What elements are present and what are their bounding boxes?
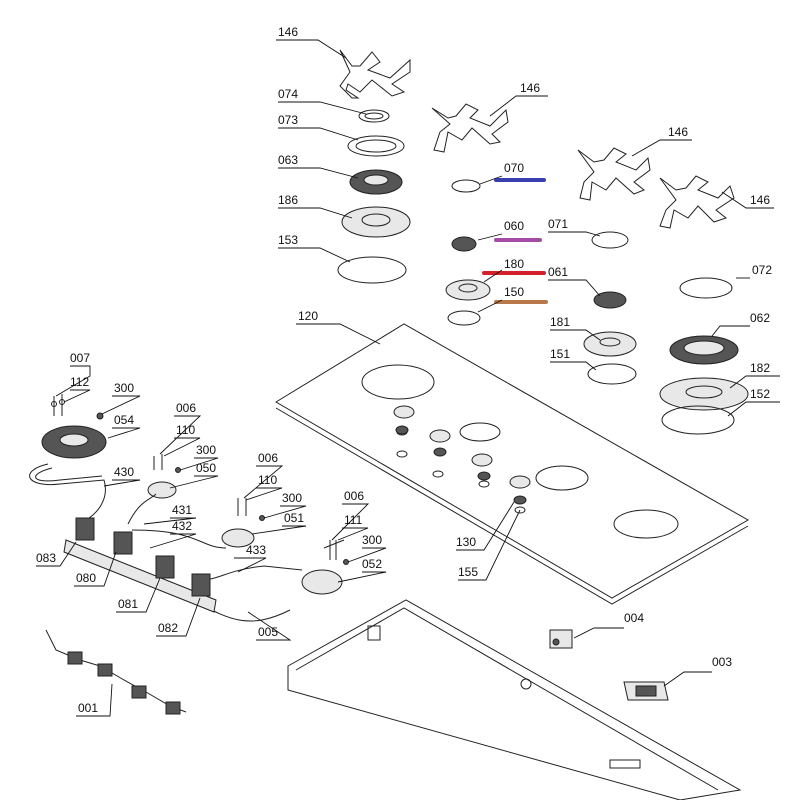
cap-070 [451,179,481,193]
crown-060 [451,236,477,252]
pan-grid-146-d [659,175,735,229]
burner-052 [301,540,343,595]
label-146: 146 [668,125,688,139]
label-061: 061 [548,265,568,279]
label-074: 074 [278,87,298,101]
base-180-center [458,283,478,293]
crown-063-center [363,174,389,186]
label-005: 005 [258,625,278,639]
ignition-harness-001 [45,629,187,715]
burner-050 [147,454,177,499]
glass-top-120 [275,323,750,605]
label-052: 052 [362,557,382,571]
crown-061 [593,291,627,309]
burner-051 [221,498,255,548]
label-081: 081 [118,597,138,611]
pan-grid-146-c [577,147,651,201]
label-051: 051 [284,511,304,525]
base-186-center [361,213,391,227]
label-070: 070 [504,161,524,175]
label-110: 110 [258,473,277,487]
base-182 [659,377,749,411]
seal-152 [661,405,735,435]
label-072: 072 [752,263,772,277]
label-146: 146 [750,193,770,207]
label-083: 083 [36,551,56,565]
label-150: 150 [504,285,524,299]
label-433: 433 [246,543,266,557]
label-001: 001 [78,701,98,715]
part-labels: 146 146 146 146 074 073 063 186 153 070 … [36,25,772,715]
label-006: 006 [258,451,278,465]
label-054: 054 [114,413,134,427]
pan-grid-146-b [431,103,509,153]
label-153: 153 [278,233,298,247]
cap-071 [591,231,629,249]
label-130: 130 [456,535,476,549]
ring-074 [358,109,390,123]
valve-manifold [63,517,217,613]
ignition-module-003 [623,681,669,701]
label-082: 082 [158,621,178,635]
knob-130-group [393,405,531,505]
base-182-center [685,385,723,399]
label-300: 300 [196,443,216,457]
screw-300-d [343,559,349,565]
label-110: 110 [176,423,195,437]
base-186 [341,206,411,238]
label-006: 006 [176,401,196,415]
cap-073-inner [355,139,397,153]
label-182: 182 [750,361,770,375]
seal-153 [337,256,407,284]
label-062: 062 [750,311,770,325]
label-003: 003 [712,655,732,669]
label-006: 006 [344,489,364,503]
label-300: 300 [362,533,382,547]
label-007: 007 [70,351,90,365]
ring-074-inner [364,112,384,120]
label-060: 060 [504,219,524,233]
label-152: 152 [750,387,770,401]
label-300: 300 [114,381,134,395]
bottom-tray [287,599,742,800]
label-073: 073 [278,113,298,127]
switch-004 [549,629,573,649]
label-181: 181 [550,315,570,329]
label-071: 071 [548,217,568,231]
label-004: 004 [624,611,644,625]
label-080: 080 [76,571,96,585]
label-430: 430 [114,465,134,479]
cap-073 [347,135,405,157]
label-300: 300 [282,491,302,505]
screw-300-c [259,515,265,521]
label-186: 186 [278,193,298,207]
label-063: 063 [278,153,298,167]
pan-grid-146-a [339,49,411,99]
label-112: 112 [70,375,89,389]
label-180: 180 [504,257,524,271]
crown-062-center [683,340,725,356]
label-146: 146 [520,81,540,95]
label-155: 155 [458,565,478,579]
label-120: 120 [298,309,318,323]
label-431: 431 [172,503,192,517]
label-432: 432 [172,519,192,533]
label-050: 050 [196,461,216,475]
screw-300-b [175,467,181,473]
label-151: 151 [550,347,570,361]
base-180 [445,279,491,301]
label-111: 111 [344,513,363,527]
burner-054 [41,425,107,459]
thermocouple-007 [51,394,65,416]
base-181 [583,331,637,357]
leader-lines [36,39,780,717]
screw-300-a [96,412,104,420]
seal-150 [447,310,481,326]
seal-151 [587,363,637,385]
base-181-center [599,337,621,347]
label-146: 146 [278,25,298,39]
cap-072 [679,277,733,299]
